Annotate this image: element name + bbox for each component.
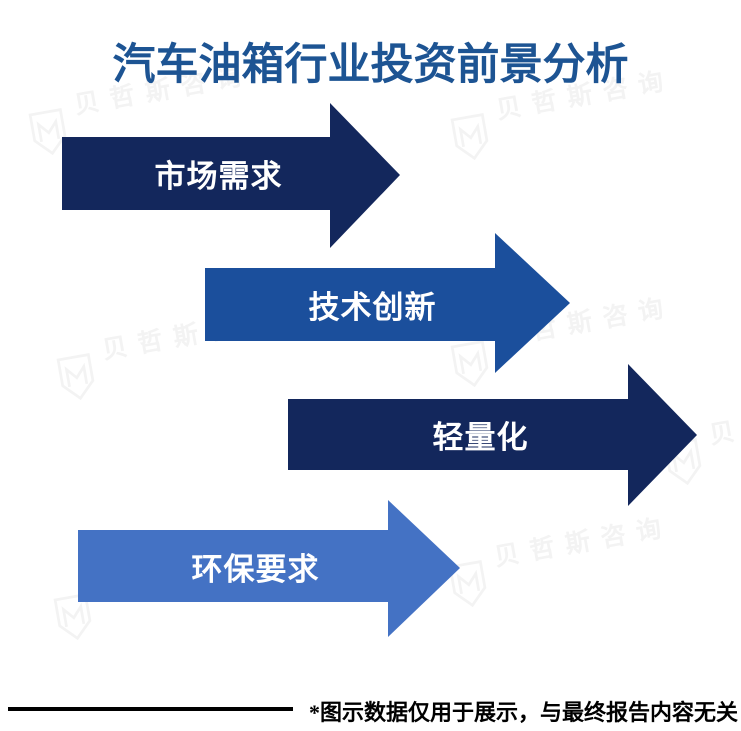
arrow-tech-innovation: 技术创新 — [205, 233, 570, 373]
watermark: 贝哲斯咨询 — [447, 66, 682, 164]
arrow-lightweight: 轻量化 — [288, 364, 697, 506]
footer-divider — [8, 707, 293, 711]
arrow-label: 轻量化 — [432, 420, 529, 455]
watermark-shield-m-logo-icon — [450, 340, 489, 388]
arrow-body: 技术创新 — [205, 268, 495, 341]
arrow-label: 环保要求 — [191, 551, 320, 587]
watermark-shield-m-logo-icon — [450, 113, 489, 161]
arrow-head-icon — [628, 364, 697, 506]
arrow-label: 技术创新 — [308, 290, 437, 325]
arrow-head-icon — [388, 500, 460, 637]
watermark-shield-m-logo-icon — [28, 108, 67, 156]
page-title: 汽车油箱行业投资前景分析 — [112, 42, 629, 89]
watermark-text: 贝哲斯咨询 — [492, 513, 675, 572]
watermark: 贝哲斯咨询 — [53, 306, 288, 404]
disclaimer-note: *图示数据仅用于展示，与最终报告内容无关 — [308, 700, 738, 725]
arrow-label: 市场需求 — [154, 159, 283, 194]
watermark: 贝哲斯咨询 — [25, 61, 260, 159]
watermark-shield-m-logo-icon — [56, 353, 95, 401]
watermark: 贝哲斯咨询 — [447, 293, 682, 391]
arrow-head-icon — [330, 103, 400, 248]
watermark: 贝哲斯咨询 — [445, 513, 680, 611]
watermark-text: 贝哲斯咨询 — [707, 391, 741, 450]
arrow-body: 市场需求 — [62, 137, 330, 210]
arrow-body: 轻量化 — [288, 399, 628, 470]
arrow-market-demand: 市场需求 — [62, 103, 400, 248]
arrow-head-icon — [495, 233, 570, 373]
arrow-environmental: 环保要求 — [78, 500, 460, 637]
arrow-body: 环保要求 — [78, 530, 388, 602]
